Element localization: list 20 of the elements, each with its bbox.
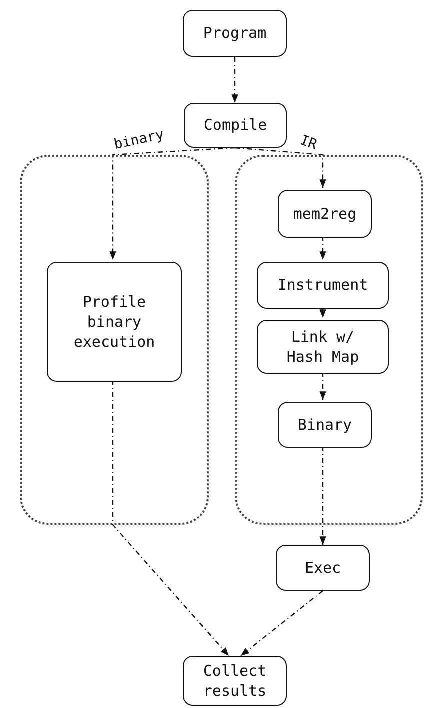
process-box: Exec [276, 545, 370, 591]
process-box: Binary [278, 402, 372, 448]
process-box: Link w/ Hash Map [257, 320, 389, 374]
process-box: Compile [184, 103, 287, 148]
process-box: Program [183, 10, 287, 57]
arrow [320, 307, 326, 318]
arrow [240, 590, 324, 656]
arrow [232, 57, 238, 103]
process-box: mem2reg [278, 190, 372, 238]
arrow [320, 446, 326, 545]
group-container [235, 155, 423, 525]
arrow [320, 236, 326, 260]
group-container [20, 155, 209, 525]
arrow [112, 380, 230, 656]
process-box: Instrument [257, 262, 389, 309]
process-box: Profile binary execution [47, 262, 182, 382]
arrow [234, 147, 326, 188]
arrow [320, 372, 326, 400]
arrow [110, 147, 236, 260]
process-box: Collect results [183, 656, 287, 706]
